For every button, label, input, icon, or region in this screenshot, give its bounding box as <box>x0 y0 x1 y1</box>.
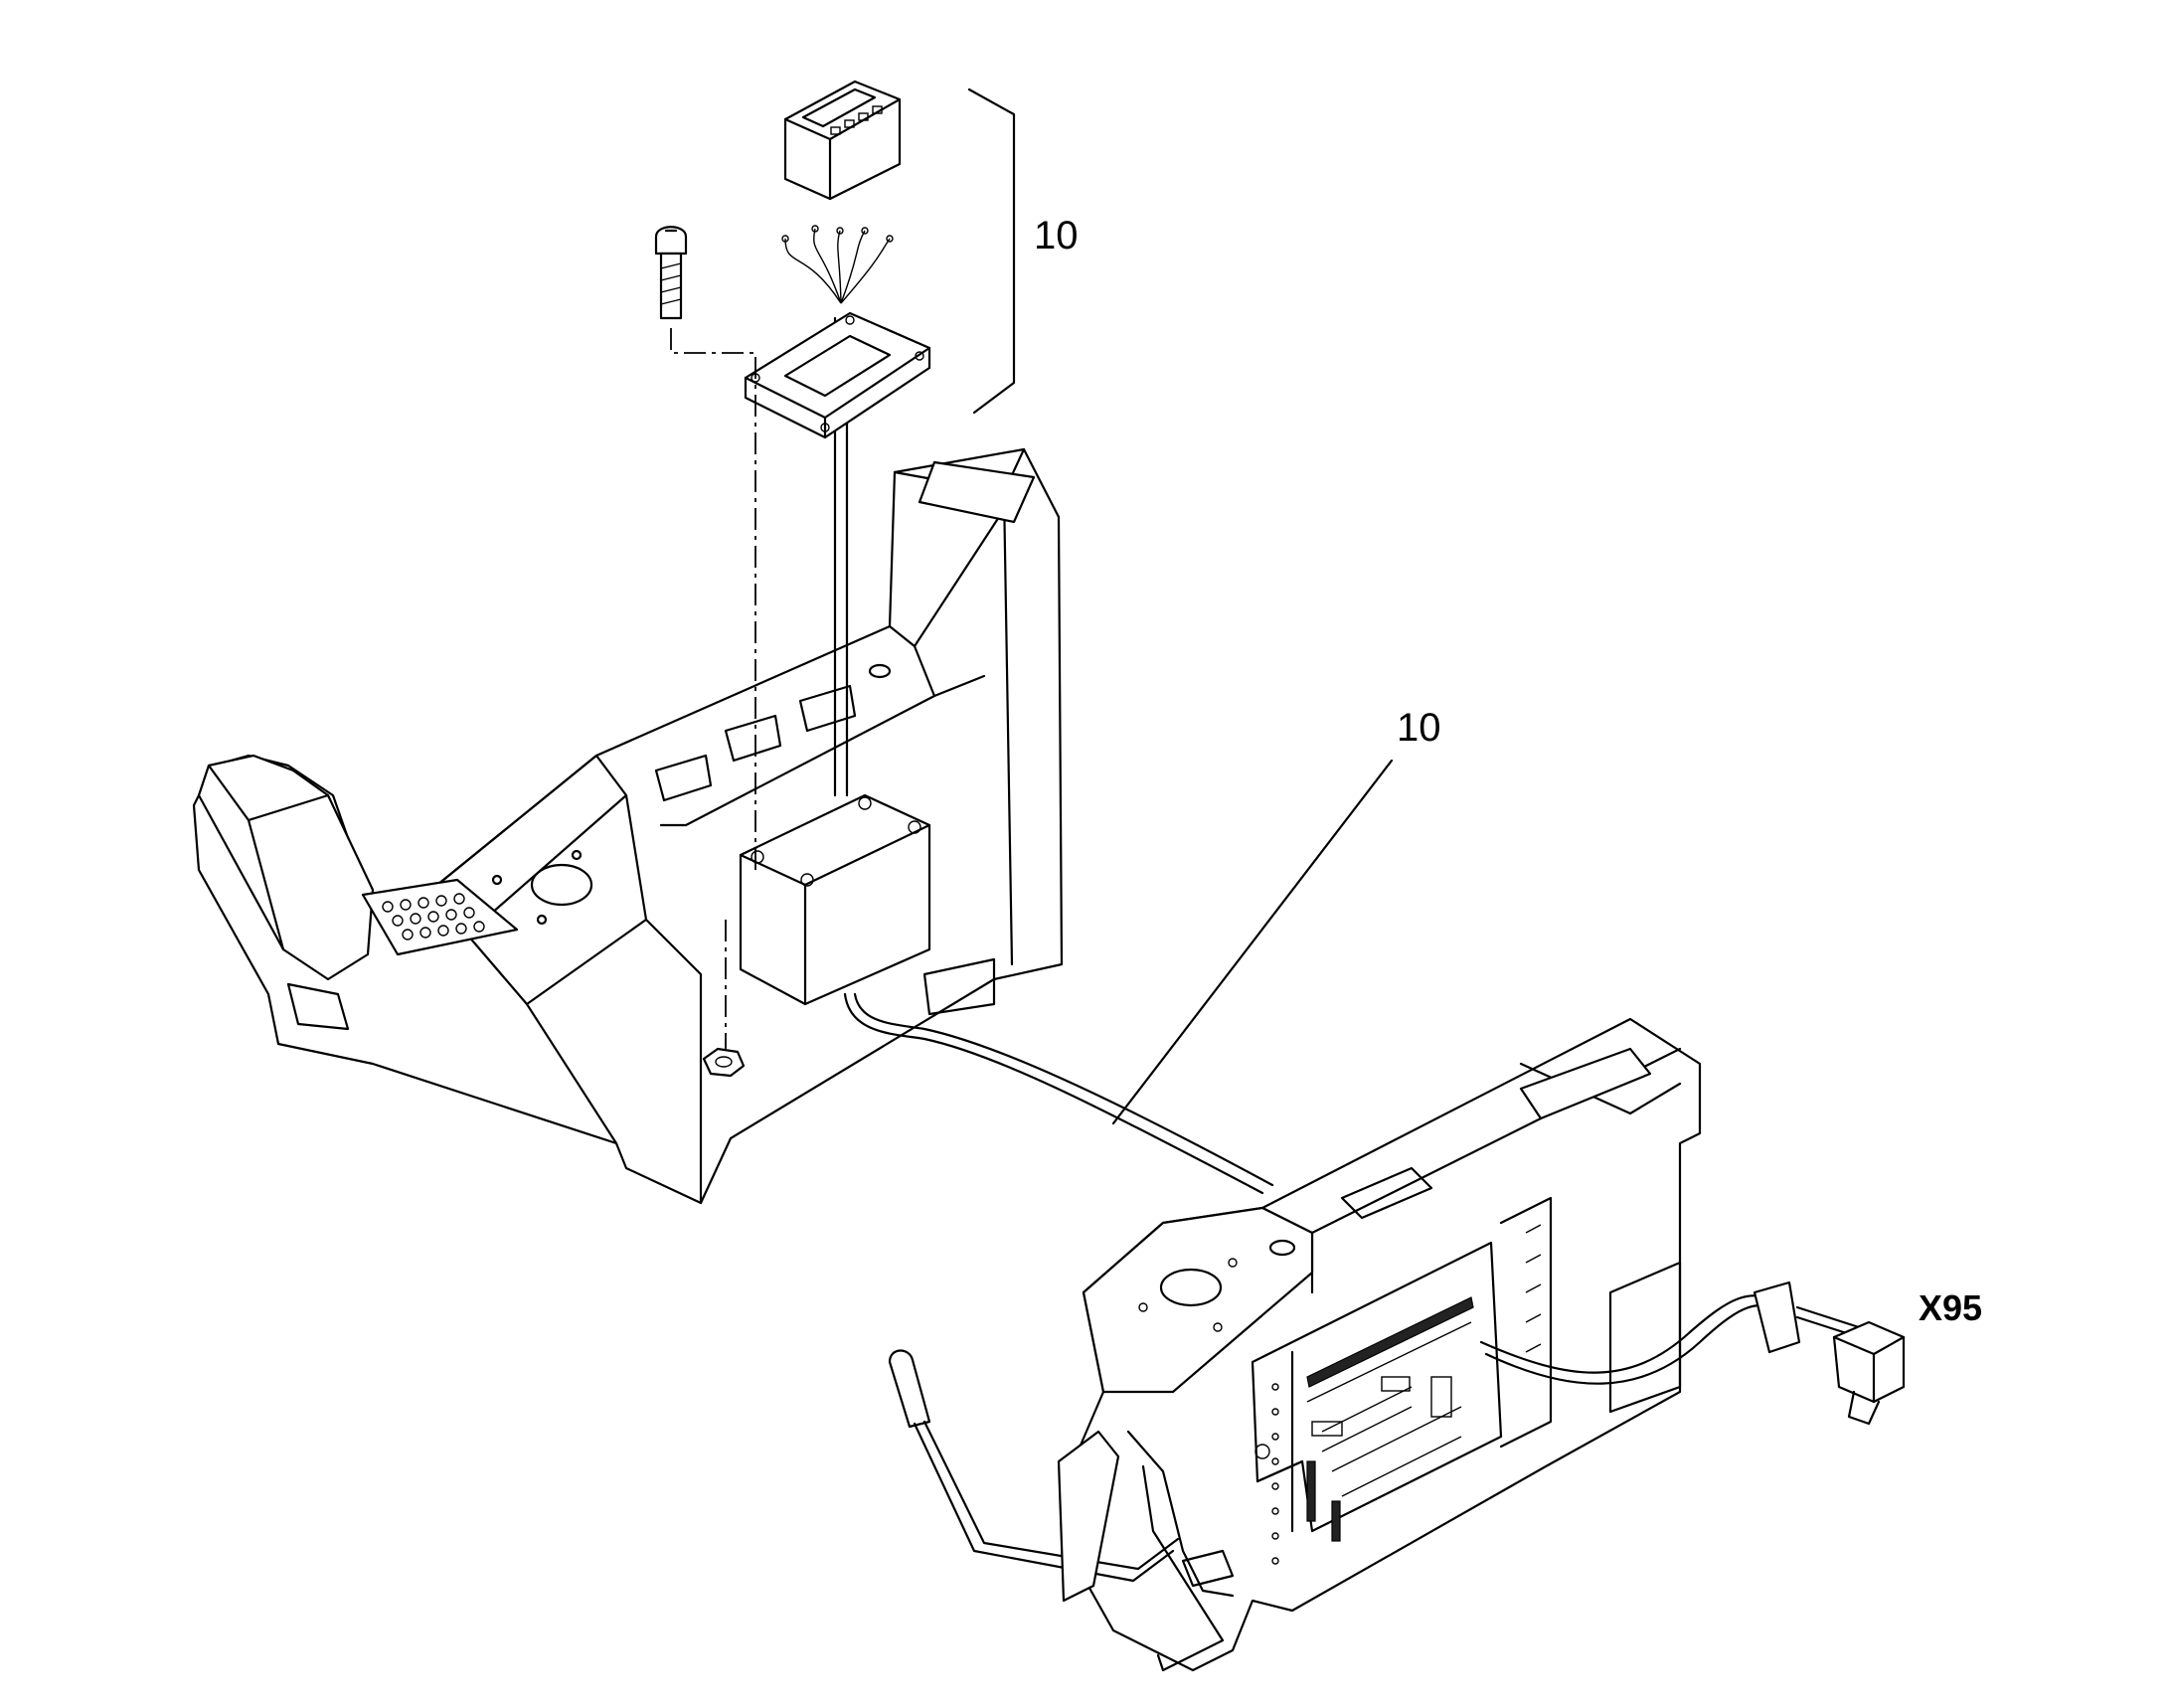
wiring-harness <box>843 992 1274 1195</box>
left-console <box>192 447 1064 1205</box>
right-console <box>1067 1017 1702 1672</box>
nut <box>702 1047 746 1078</box>
control-box <box>739 793 931 1006</box>
harness-leader <box>1111 759 1394 1125</box>
lever <box>888 1349 1235 1672</box>
callout-display-kit: 10 <box>1034 214 1079 257</box>
mounting-frame <box>744 311 931 439</box>
callout-harness: 10 <box>1397 706 1441 750</box>
screw <box>654 226 688 320</box>
callout-connector-x95: X95 <box>1919 1287 1983 1328</box>
assembly-line <box>670 328 756 1049</box>
x95-connector <box>1479 1281 1906 1426</box>
display-unit <box>783 80 902 201</box>
kit-bracket <box>967 87 1016 415</box>
